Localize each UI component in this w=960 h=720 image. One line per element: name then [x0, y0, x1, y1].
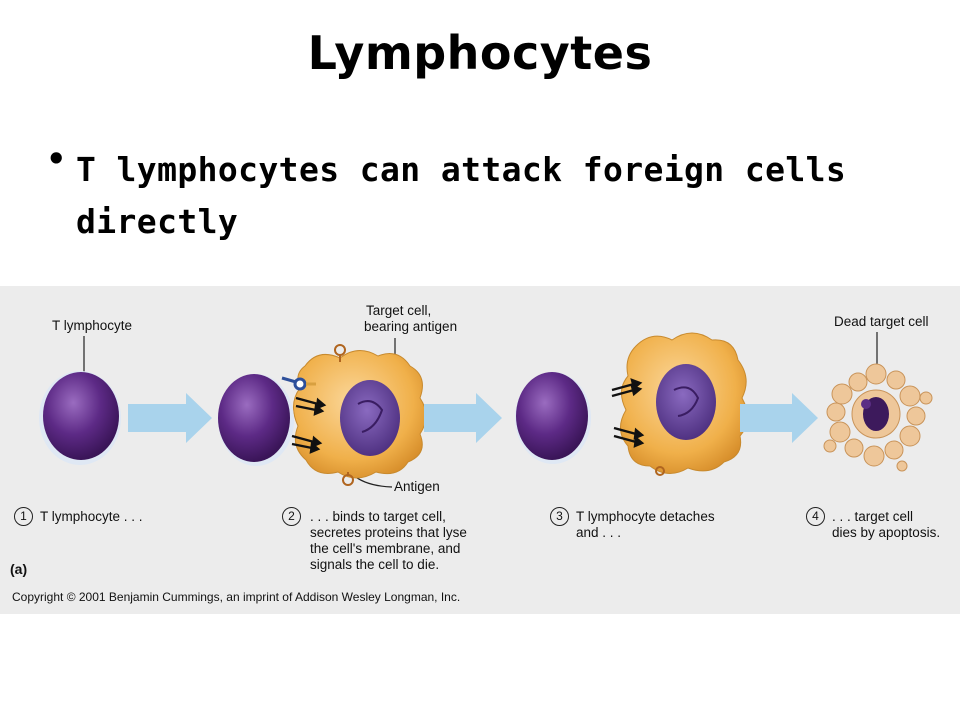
slide-title: Lymphocytes — [307, 26, 653, 80]
t-lymphocyte-label: T lymphocyte — [52, 318, 133, 333]
step-3-number: 3 — [550, 507, 569, 526]
antigen-icon-bottom — [342, 472, 354, 486]
target-cell-label-2: bearing antigen — [364, 319, 458, 334]
antigen-icon-top — [334, 344, 346, 362]
dead-target-cell-label: Dead target cell — [834, 314, 929, 329]
antigen-label: Antigen — [394, 479, 440, 494]
figure-illustration — [39, 332, 933, 488]
step-1-number: 1 — [14, 507, 33, 526]
dead-target-cell — [823, 363, 933, 472]
lymphocyte-figure: T lymphocyte Target cell, bearing antige… — [0, 286, 960, 614]
arrow-3-icon — [740, 393, 818, 443]
bullet-dot: • — [46, 140, 67, 178]
t-lymphocyte-cell-3 — [515, 372, 591, 464]
t-lymphocyte-cell-1 — [39, 371, 121, 465]
antigen-receptor-icon — [281, 376, 316, 391]
copyright-notice: Copyright © 2001 Benjamin Cummings, an i… — [12, 590, 461, 604]
target-cell-label: Target cell, — [366, 303, 432, 318]
panel-label: (a) — [10, 561, 28, 577]
arrow-1-icon — [128, 393, 212, 443]
target-cell-bound — [293, 350, 427, 479]
step-2-number: 2 — [282, 507, 301, 526]
detach-arrows-icon — [611, 378, 645, 448]
step-1-text: T lymphocyte . . . — [40, 509, 143, 524]
step-2-text: . . . binds to target cell, secretes pro… — [310, 509, 467, 572]
protein-arrows-icon — [291, 396, 327, 454]
t-lymphocyte-cell-2 — [218, 374, 294, 466]
arrow-2-icon — [424, 393, 502, 443]
step-4-text: . . . target cell dies by apoptosis. — [832, 509, 941, 540]
bullet-text: T lymphocytes can attack foreign cells d… — [76, 150, 847, 241]
target-cell-damaged — [620, 332, 748, 476]
step-3-text: T lymphocyte detaches and . . . — [576, 509, 715, 540]
step-4-number: 4 — [806, 507, 825, 526]
